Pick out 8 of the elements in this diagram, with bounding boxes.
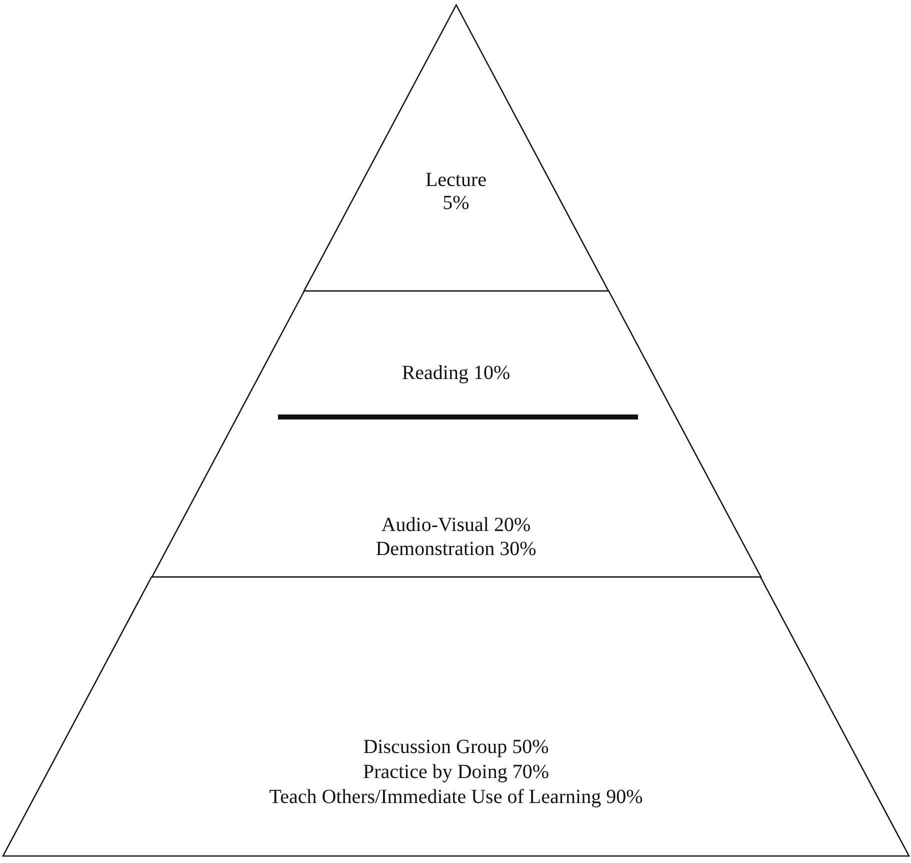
tier-label: Teach Others/Immediate Use of Learning 90% — [269, 785, 643, 809]
tier-label: Reading 10% — [402, 361, 510, 385]
tier-label: Demonstration 30% — [376, 537, 536, 561]
tier-label: Lecture — [425, 168, 487, 192]
tier-label: 5% — [442, 191, 470, 215]
tier-label: Practice by Doing 70% — [362, 760, 550, 784]
tier-label: Discussion Group 50% — [363, 735, 549, 759]
tier-label: Audio-Visual 20% — [381, 513, 531, 537]
